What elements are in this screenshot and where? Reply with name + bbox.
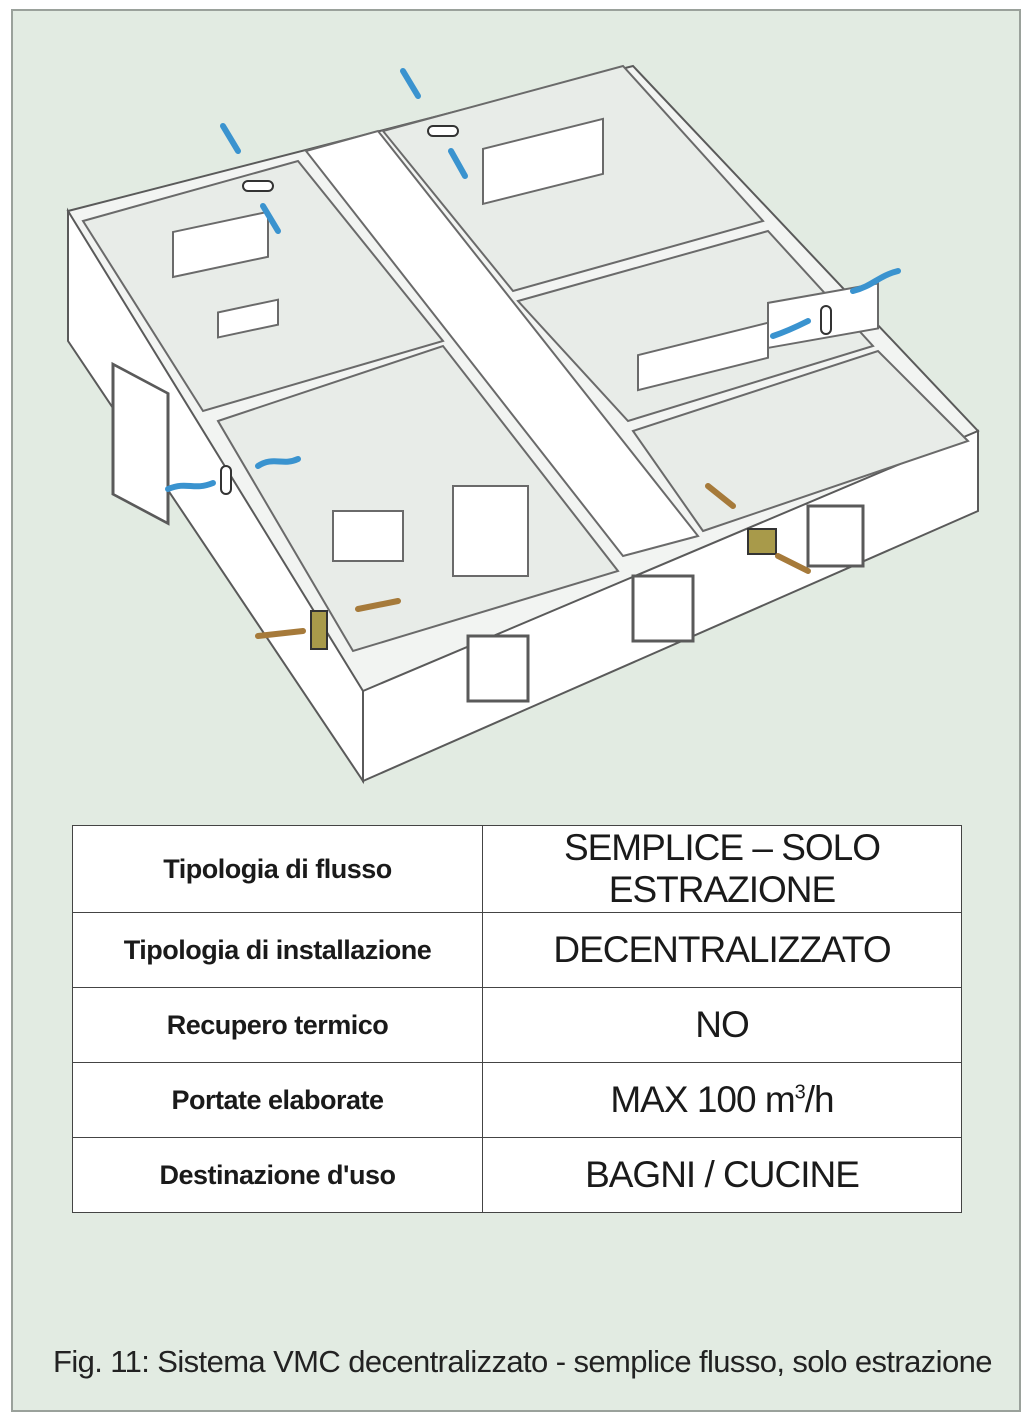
supply-arrow-3 bbox=[260, 203, 281, 234]
kitchen-counter bbox=[452, 485, 529, 577]
extract-arrow-4 bbox=[705, 483, 736, 509]
supply-arrow-1 bbox=[220, 123, 241, 154]
supply-arrow-4 bbox=[448, 148, 468, 179]
extract-arrow-1 bbox=[255, 628, 306, 639]
extract-arrow-2 bbox=[355, 598, 401, 612]
supply-arrow-7 bbox=[165, 480, 216, 492]
window-left-wall bbox=[111, 361, 170, 526]
bed-double bbox=[482, 117, 604, 206]
extract-arrow-3 bbox=[775, 553, 811, 574]
room-living bbox=[81, 159, 445, 413]
table-row: Destinazione d'uso BAGNI / CUCINE bbox=[72, 1137, 962, 1213]
row-label: Portate elaborate bbox=[72, 1062, 483, 1138]
row-label: Recupero termico bbox=[72, 987, 483, 1063]
figure-panel: Tipologia di flusso SEMPLICE – SOLO ESTR… bbox=[11, 9, 1021, 1412]
row-value: BAGNI / CUCINE bbox=[482, 1137, 962, 1213]
sofa bbox=[172, 210, 269, 279]
supply-vent-kitchen bbox=[220, 465, 232, 495]
supply-arrow-6 bbox=[770, 318, 811, 339]
table-row: Recupero termico NO bbox=[72, 987, 962, 1063]
flow-rate-exponent: 3 bbox=[794, 1081, 806, 1104]
supply-vent-bedroom bbox=[427, 125, 459, 137]
row-value: MAX 100 m3/h bbox=[482, 1062, 962, 1138]
row-label: Destinazione d'uso bbox=[72, 1137, 483, 1213]
table-row: Tipologia di flusso SEMPLICE – SOLO ESTR… bbox=[72, 825, 962, 913]
extract-vent-kitchen bbox=[310, 610, 328, 650]
specs-table: Tipologia di flusso SEMPLICE – SOLO ESTR… bbox=[72, 825, 962, 1213]
apartment-illustration bbox=[66, 64, 980, 785]
room-bedroom-small bbox=[516, 229, 875, 423]
window-front-2 bbox=[631, 574, 695, 643]
corridor bbox=[304, 129, 700, 558]
table-row: Tipologia di installazione DECENTRALIZZA… bbox=[72, 912, 962, 988]
row-value: SEMPLICE – SOLO ESTRAZIONE bbox=[482, 825, 962, 913]
supply-arrow-2 bbox=[400, 68, 421, 99]
supply-arrow-5 bbox=[850, 268, 901, 294]
window-front-1 bbox=[466, 634, 530, 703]
row-label: Tipologia di installazione bbox=[72, 912, 483, 988]
supply-arrows bbox=[165, 68, 901, 492]
row-value: DECENTRALIZZATO bbox=[482, 912, 962, 988]
window-front-3 bbox=[806, 504, 865, 568]
table-row: Portate elaborate MAX 100 m3/h bbox=[72, 1062, 962, 1138]
supply-vent-living bbox=[242, 180, 274, 192]
supply-arrow-8 bbox=[255, 456, 301, 469]
extract-vent-bathroom bbox=[747, 528, 777, 555]
room-bathroom bbox=[631, 349, 970, 533]
figure-caption: Fig. 11: Sistema VMC decentralizzato - s… bbox=[53, 1344, 993, 1379]
flow-rate-unit: /h bbox=[804, 1079, 835, 1120]
row-value: NO bbox=[482, 987, 962, 1063]
extract-arrows bbox=[255, 483, 811, 639]
coffee-table bbox=[217, 298, 279, 339]
dining-table bbox=[332, 510, 404, 562]
flow-rate-value: MAX 100 m bbox=[610, 1079, 795, 1120]
row-label: Tipologia di flusso bbox=[72, 825, 483, 913]
supply-vent-bedroom-small bbox=[820, 305, 832, 335]
